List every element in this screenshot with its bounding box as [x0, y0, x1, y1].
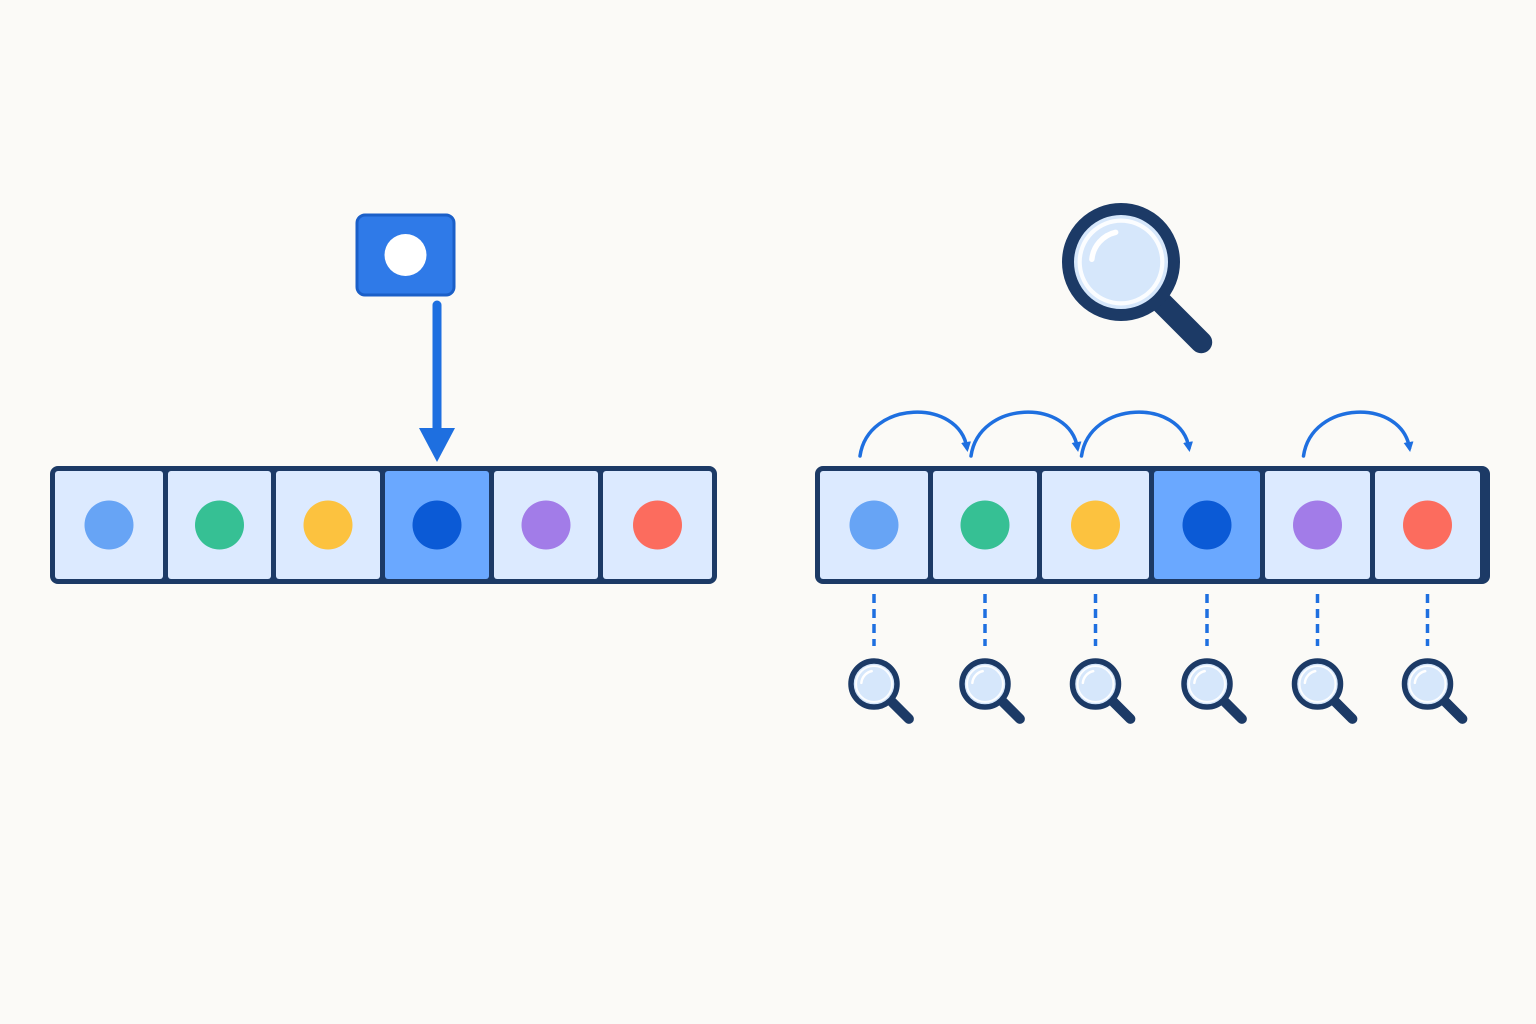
hop-arrow: [969, 410, 1082, 458]
data-dot: [84, 500, 134, 550]
data-dot: [303, 500, 353, 550]
selector-dot: [384, 234, 427, 276]
magnifier-handle: [1330, 696, 1358, 724]
sequential-search-cell: [1265, 471, 1370, 579]
hop-arrow: [1079, 410, 1193, 458]
data-dot: [521, 500, 571, 550]
magnifier-lens: [848, 658, 900, 710]
magnifier-highlight: [1303, 669, 1317, 685]
data-dot: [633, 500, 682, 550]
magnifier-lens: [1291, 658, 1344, 710]
magnifier-handle: [1440, 696, 1468, 724]
magnifier-icon: [1069, 658, 1136, 724]
data-dot: [849, 500, 899, 550]
data-dot: [1182, 500, 1232, 550]
direct-access-cell: [385, 471, 489, 579]
sequential-search-cell: [820, 471, 928, 579]
magnifier-glint: [1188, 665, 1226, 703]
magnifier-glint: [1076, 665, 1115, 703]
magnifier-highlight: [1193, 669, 1206, 685]
hop-arrow: [858, 410, 971, 458]
magnifier-handle: [886, 696, 914, 724]
sequential-search-cell: [1042, 471, 1149, 579]
magnifier-icon: [1291, 658, 1358, 724]
magnifier-lens: [959, 658, 1011, 710]
direct-access-cell: [168, 471, 271, 579]
magnifier-icon: [1181, 658, 1247, 724]
magnifier-lens: [1062, 203, 1180, 321]
magnifier-handle: [1150, 291, 1213, 354]
magnifier-highlight: [1413, 669, 1427, 685]
sequential-search-cell: [1154, 471, 1260, 579]
sequential-search-cell: [1375, 471, 1480, 579]
magnifier-icon: [959, 658, 1025, 724]
data-dot: [412, 500, 462, 550]
magnifier-highlight: [1089, 229, 1119, 263]
magnifier-lens: [1181, 658, 1233, 710]
access-arrow-head: [419, 428, 455, 462]
sequential-search-cell: [933, 471, 1037, 579]
magnifier-handle: [1219, 696, 1247, 724]
magnifier-highlight: [971, 669, 984, 685]
direct-access-cell: [55, 471, 163, 579]
magnifier-glint: [1298, 665, 1337, 703]
magnifier-glint: [1408, 665, 1447, 703]
magnifier-highlight: [860, 669, 873, 685]
direct-access-panel: [50, 213, 717, 584]
direct-access-cell: [494, 471, 598, 579]
magnifier-highlight: [1081, 669, 1095, 685]
magnifier-glint: [966, 665, 1004, 703]
data-dot: [195, 500, 244, 550]
magnifier-glint: [1077, 218, 1165, 306]
direct-access-cell: [603, 471, 712, 579]
magnifier-lens: [1401, 658, 1454, 710]
sequential-search-panel: [815, 203, 1490, 724]
data-dot: [1071, 500, 1120, 550]
data-dot: [1403, 500, 1452, 550]
magnifier-lens: [1069, 658, 1122, 710]
magnifier-handle: [997, 696, 1025, 724]
hop-arrow: [1301, 410, 1414, 458]
magnifier-glint: [855, 665, 893, 703]
direct-access-cell: [276, 471, 380, 579]
magnifier-icon: [1062, 203, 1213, 354]
selector-square-icon: [355, 213, 456, 297]
magnifier-handle: [1108, 696, 1136, 724]
data-dot: [1293, 500, 1342, 550]
data-dot: [960, 500, 1010, 550]
magnifier-icon: [848, 658, 914, 724]
magnifier-icon: [1401, 658, 1468, 724]
